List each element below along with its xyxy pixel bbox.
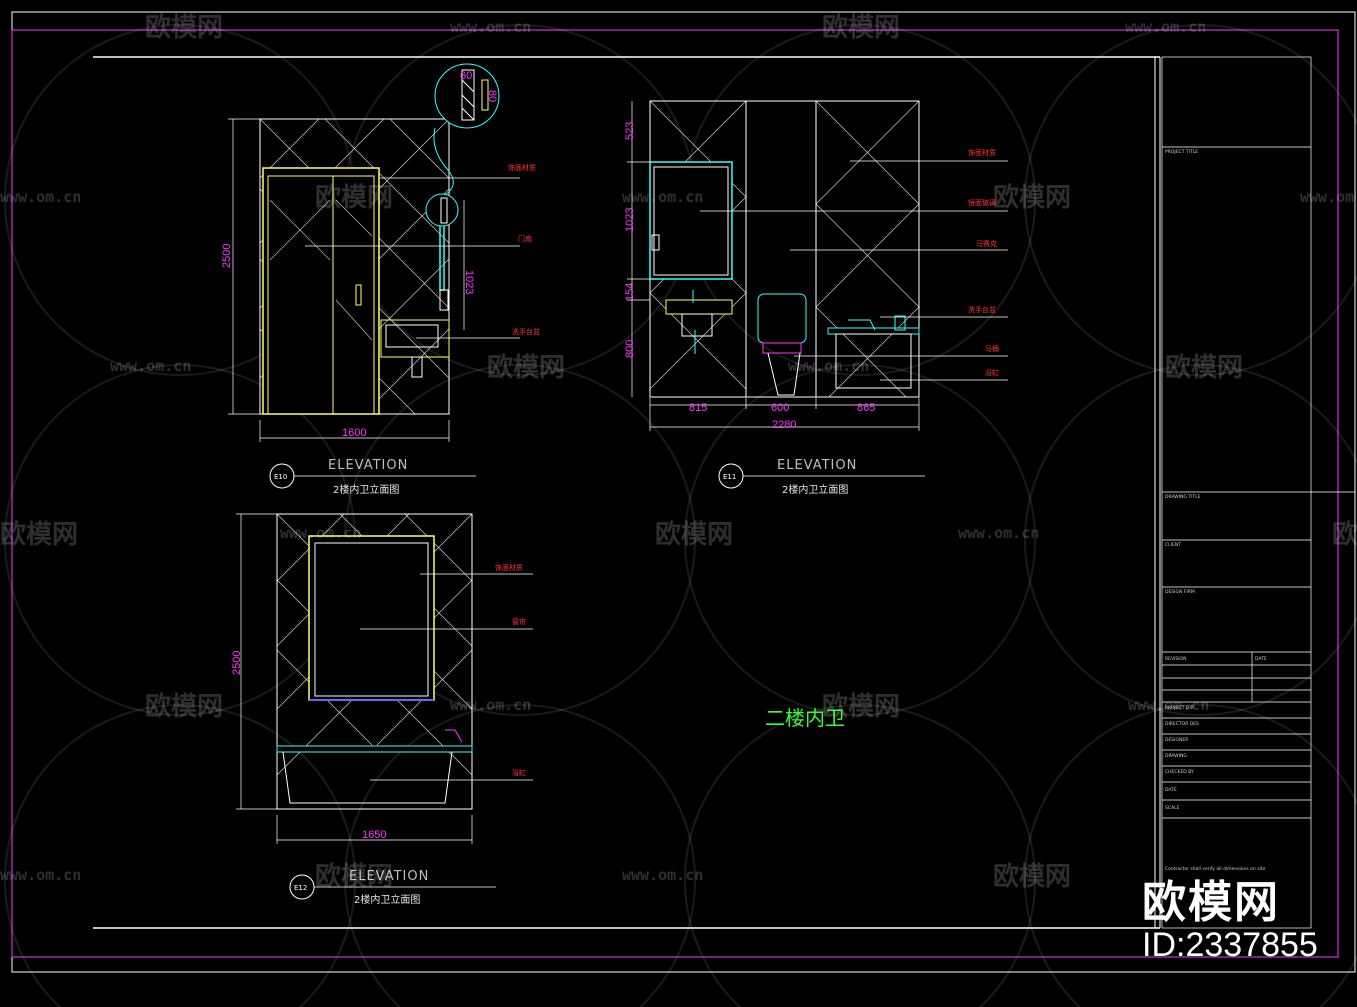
note-e11-3: 马赛克 [976,239,997,248]
watermark-url: www.om.cn [622,866,703,884]
watermark-url: www.om.cn [0,866,81,884]
watermark-brand: 欧模网 [1165,352,1243,383]
note-e11-4: 洗手台盆 [968,305,996,314]
tb-client: CLIENT [1165,542,1181,548]
dim-e11-total: 2280 [772,419,796,431]
tb-drawing-title: DRAWING TITLE [1165,494,1201,500]
title-block-text: PROJECT TITLE DRAWING TITLE CLIENT DESIG… [1165,149,1267,872]
view-subtitle-e12: 2楼内卫立面图 [354,893,420,906]
note-1: 饰面材质 [508,163,536,172]
sheet-border [11,11,1356,973]
note-e11-2: 镜面玻璃 [968,198,996,207]
watermark-url: www.om.cn [788,357,869,375]
note-e11-5: 马桶 [985,344,999,353]
tb-designer: DESIGNER [1165,737,1188,743]
dim-detail-b: 80 [486,90,498,102]
dim-e11-seg-3: 865 [857,402,875,414]
watermark-brand: 欧模网 [0,519,78,550]
watermark-brand: 欧模网 [145,691,223,722]
dim-width: 1600 [342,427,366,439]
watermark-brand: 欧模网 [315,861,393,892]
elevation-e12: 2500 1650 饰面材质 窗帘 浴缸 E12 ELEVATION 2楼内卫立… [231,513,533,906]
watermark-url: www.om.cn [1300,188,1357,206]
note-2: 门扇 [518,234,532,243]
note-e12-2: 窗帘 [512,617,526,626]
note-e11-1: 饰面材质 [968,148,996,157]
watermark-url: www.om.cn [1128,696,1209,714]
view-code-e10: E10 [274,473,287,481]
tb-scale: SCALE [1165,805,1180,811]
watermark-brand: 欧模网 [993,182,1071,213]
watermark-brand: 欧模网 [822,12,900,43]
dim-mirror-height: 1023 [463,270,475,294]
watermark-arcs [4,24,1357,1007]
dim-e11-gap: 154 [624,283,636,301]
brand-logo-text: 欧模网 [1142,877,1280,928]
watermark-url: www.om.cn [280,524,361,542]
elevation-e11: 523 1023 154 800 815 600 865 2280 饰面材质 镜… [624,100,1008,496]
tb-drawing: DRAWING [1165,753,1187,759]
watermark-url: www.om.cn [450,18,531,36]
dim-e11-seg-1: 815 [689,402,707,414]
watermarks: 欧模网 www.om.cn 欧模网 www.om.cn www.om.cn 欧模… [0,12,1357,892]
tb-director: DIRECTOR DES [1165,721,1199,727]
view-code-e12: E12 [294,884,307,892]
note-3: 洗手台盆 [512,327,540,336]
watermark-url: www.om.cn [110,357,191,375]
note-e12-1: 饰面材质 [495,563,523,572]
watermark-brand: 欧模网 [822,691,900,722]
model-id-label: ID:2337855 [1142,926,1318,964]
view-label-e10: ELEVATION [328,458,408,473]
tb-date: DATE [1165,787,1177,793]
drawing-title: 二楼内卫 [765,706,845,730]
watermark-brand: 欧模网 [487,352,565,383]
watermark-url: www.om.cn [622,188,703,206]
watermark-url: www.om.cn [1125,18,1206,36]
dim-e11-seg-2: 600 [771,402,789,414]
note-e12-3: 浴缸 [512,768,526,777]
tb-design-firm: DESIGN FIRM [1165,589,1195,595]
dim-e11-basin: 800 [624,340,636,358]
dim-e12-height: 2500 [231,651,243,675]
watermark-url: www.om.cn [450,696,531,714]
dim-detail-a: 60 [460,70,472,82]
view-label-e11: ELEVATION [777,458,857,473]
tb-revision: REVISION [1165,656,1186,662]
watermark-brand: 欧模网 [1332,519,1357,550]
watermark-brand: 欧模网 [993,861,1071,892]
view-code-e11: E11 [723,473,736,481]
elevation-e10: 2500 1600 1023 60 80 饰面材质 门扇 洗手台盆 E10 EL… [221,63,540,496]
view-subtitle-e10: 2楼内卫立面图 [333,483,399,496]
tb-project-title: PROJECT TITLE [1165,149,1198,155]
tb-notes: Contractor shall verify all dimensions o… [1165,866,1266,872]
tb-date-col: DATE [1255,656,1267,662]
view-label-e12: ELEVATION [349,869,429,884]
dim-height: 2500 [221,244,233,268]
watermark-url: www.om.cn [958,524,1039,542]
view-subtitle-e11: 2楼内卫立面图 [782,483,848,496]
dim-e12-width: 1650 [362,829,386,841]
watermark-brand: 欧模网 [655,519,733,550]
watermark-brand: 欧模网 [315,182,393,213]
note-e11-6: 浴缸 [985,368,999,377]
dim-e11-top: 523 [624,122,636,140]
tb-project-director: PROJECT DIR [1165,705,1194,711]
frame-border [11,29,1339,958]
tb-checked: CHECKED BY [1165,769,1194,775]
title-block [1161,56,1355,929]
dim-e11-mirror: 1023 [624,208,636,232]
watermark-brand: 欧模网 [145,12,223,43]
watermark-url: www.om.cn [0,188,81,206]
